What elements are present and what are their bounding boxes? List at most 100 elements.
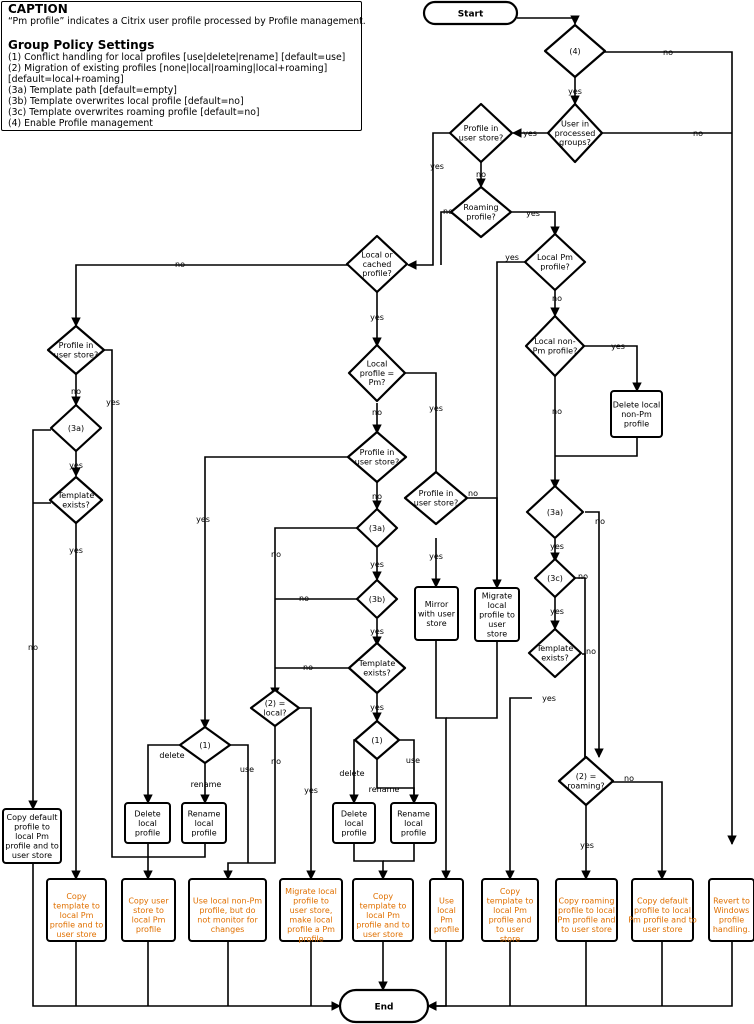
node-text-line: (1) bbox=[199, 741, 210, 750]
node-text-line: (1) bbox=[371, 736, 382, 745]
edge-label-yes: yes bbox=[370, 560, 384, 569]
node-text-line: Pm profile? bbox=[533, 346, 578, 355]
edge-label-no: no bbox=[693, 129, 703, 138]
node-text-line: cached bbox=[363, 260, 392, 269]
node-text-line: Mirror bbox=[425, 600, 449, 609]
node-text-line: user store bbox=[363, 930, 403, 939]
node-text-line: Local non- bbox=[534, 337, 575, 346]
node-text-line: Copy user bbox=[128, 897, 169, 906]
node-text-line: handling. bbox=[713, 925, 750, 934]
node-text-line: store bbox=[487, 629, 507, 638]
node-text-line: (3a) bbox=[68, 424, 84, 433]
node-text-line: profile bbox=[135, 828, 160, 837]
caption-box: CAPTION “Pm profile” indicates a Citrix … bbox=[1, 1, 366, 131]
node-text-line: Profile in bbox=[419, 489, 454, 498]
flow-edge bbox=[427, 941, 447, 1011]
flow-edge bbox=[402, 372, 441, 487]
node-text-line: profile a Pm bbox=[287, 925, 335, 934]
node-text-line: template to bbox=[360, 901, 407, 910]
node-text-line: user store bbox=[12, 851, 52, 860]
terminal-text: Start bbox=[458, 10, 484, 20]
edge-label-no: no bbox=[586, 647, 596, 656]
flow-edge bbox=[583, 345, 642, 392]
node-text-line: local Pm bbox=[366, 911, 400, 920]
node-text-line: profile to bbox=[14, 822, 50, 831]
flow-edge bbox=[298, 707, 316, 880]
node-text-line: local bbox=[404, 819, 423, 828]
edge-label-no: no bbox=[271, 757, 281, 766]
node-text-line: Template bbox=[536, 644, 574, 653]
flow-edge bbox=[200, 456, 351, 729]
flow-edge bbox=[582, 653, 586, 757]
node-text-line: profile bbox=[136, 925, 161, 934]
flow-edge bbox=[492, 261, 525, 589]
flow-edge bbox=[148, 843, 206, 858]
edge-label-no: no bbox=[299, 594, 309, 603]
node-text-line: template to bbox=[487, 897, 534, 906]
node-text-line: Profile in bbox=[464, 124, 499, 133]
edge-label-no: no bbox=[663, 48, 673, 57]
edge-label-yes: yes bbox=[523, 129, 537, 138]
node-text-line: exists? bbox=[541, 653, 568, 662]
node-text-line: local Pm bbox=[493, 906, 527, 915]
edge-label-use: use bbox=[240, 765, 254, 774]
node-text-line: Use local non-Pm bbox=[193, 897, 262, 906]
node-text-line: profile and to bbox=[50, 920, 104, 929]
edge-label-yes: yes bbox=[370, 313, 384, 322]
flow-edge bbox=[555, 437, 638, 457]
node-text-line: user bbox=[488, 620, 506, 629]
node-text-line: profile bbox=[191, 828, 216, 837]
flow-edge bbox=[407, 132, 450, 270]
edge-label-no: no bbox=[624, 774, 634, 783]
node-text-line: profile and to bbox=[5, 841, 59, 850]
edge-label-yes: yes bbox=[550, 607, 564, 616]
terminal-end: End bbox=[338, 988, 430, 1024]
node-text-line: profile bbox=[624, 419, 649, 428]
decision-d-1-mid: (1) bbox=[353, 719, 401, 761]
edge-label-yes: yes bbox=[106, 398, 120, 407]
node-text-line: profile, but do bbox=[199, 906, 255, 915]
node-text-line: Pm? bbox=[369, 378, 386, 387]
node-text-line: profile? bbox=[466, 212, 496, 221]
node-text-line: non-Pm bbox=[621, 410, 652, 419]
node-text-line: local bbox=[437, 906, 456, 915]
node-text-line: Delete local bbox=[613, 400, 660, 409]
setting-3a: (3a) Template path [default=empty] bbox=[8, 85, 177, 96]
edge-label-yes: yes bbox=[370, 703, 384, 712]
setting-3c: (3c) Template overwrites roaming profile… bbox=[8, 107, 260, 118]
node-text-line: profile = bbox=[360, 369, 395, 378]
node-text-line: (2) = bbox=[265, 699, 286, 708]
node-text-line: user store bbox=[642, 925, 682, 934]
edge-label-yes: yes bbox=[69, 461, 83, 470]
edge-label-no: no bbox=[303, 663, 313, 672]
caption-note: “Pm profile” indicates a Citrix user pro… bbox=[8, 16, 366, 27]
node-text-line: (4) bbox=[569, 47, 580, 56]
terminal-text: End bbox=[375, 1003, 394, 1013]
node-text-line: Template bbox=[358, 659, 396, 668]
edge-label-no: no bbox=[552, 294, 562, 303]
edge-label-yes: yes bbox=[550, 542, 564, 551]
node-text-line: template to bbox=[53, 901, 100, 910]
decision-d-local-nonpm: Local non-Pm profile? bbox=[524, 314, 586, 378]
decision-d-2-roaming: (2) =roaming? bbox=[557, 755, 615, 807]
node-text-line: local Pm bbox=[60, 911, 94, 920]
flow-edge bbox=[399, 739, 419, 804]
node-text-line: (3a) bbox=[547, 508, 563, 517]
flow-edge bbox=[383, 843, 415, 862]
flow-edge bbox=[353, 843, 388, 880]
decision-d-3a-left: (3a) bbox=[49, 403, 103, 453]
